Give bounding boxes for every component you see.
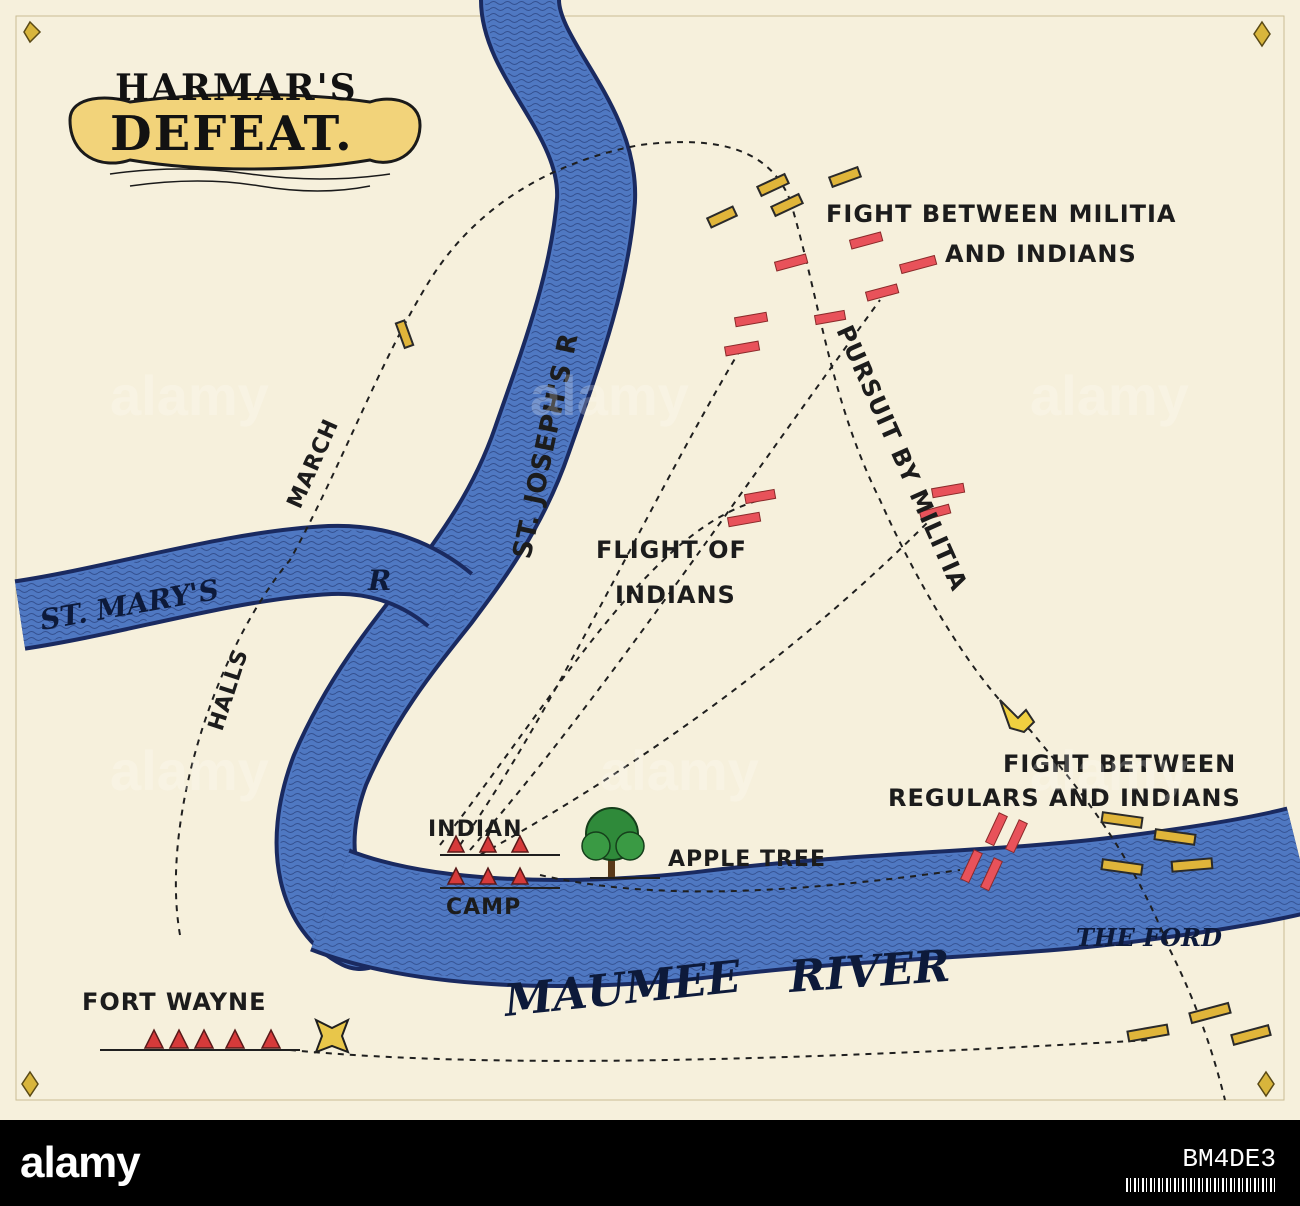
fort-to-east-route (289, 1039, 1151, 1062)
st-marys-r-label: R (367, 564, 391, 597)
fight-regulars-label-1: FIGHT BETWEEN (1003, 750, 1236, 778)
tent-icon (510, 834, 530, 853)
harmars-defeat-map: HARMAR'S DEFEAT. (0, 0, 1300, 1120)
fight-militia-label-1: FIGHT BETWEEN MILITIA (826, 200, 1177, 228)
the-ford-label: THE FORD (1076, 923, 1222, 952)
tent-icon (224, 1028, 246, 1049)
map-title-line1: HARMAR'S (115, 67, 358, 109)
indian-marker (1004, 819, 1028, 854)
footer-strip (0, 1120, 1300, 1206)
fort-wayne-tents (100, 1028, 300, 1051)
militia-marker (755, 172, 791, 198)
indian-marker (743, 488, 777, 505)
militia-marker (1170, 857, 1214, 873)
fight-militia-label-2: AND INDIANS (945, 240, 1137, 268)
militia-marker (1188, 1001, 1232, 1025)
indian-marker (733, 311, 769, 328)
indian-marker (726, 511, 762, 528)
tent-icon (478, 866, 498, 885)
watermark: alamy (110, 739, 269, 802)
tent-icon (143, 1028, 165, 1049)
fight-regulars-label-2: REGULARS AND INDIANS (888, 784, 1241, 812)
militia-marker (1100, 811, 1144, 829)
militia-marker (827, 165, 863, 189)
watermark: alamy (600, 739, 759, 802)
pointing-hand-icon (999, 699, 1036, 734)
watermark: alamy (110, 364, 269, 427)
corner-ornament-icon (21, 20, 1275, 1098)
flight-label-1: FLIGHT OF (596, 536, 747, 564)
tent-icon (510, 866, 530, 885)
camp-to-ford-route (539, 869, 961, 893)
flight-label-2: INDIANS (615, 581, 736, 609)
watermark: alamy (530, 364, 689, 427)
st-marys-river (14, 523, 474, 651)
indian-marker (773, 253, 809, 272)
tent-icon (193, 1028, 215, 1049)
st-josephs-river (274, 0, 638, 971)
watermark: alamy (1030, 739, 1189, 802)
militia-marker (769, 192, 805, 218)
tent-icon (446, 834, 466, 853)
tent-icon (446, 866, 466, 885)
indian-marker (918, 503, 952, 522)
tent-icon (260, 1028, 282, 1049)
watermark: alamy (1030, 364, 1189, 427)
indian-flight-route-1 (459, 349, 741, 846)
indian-markers (723, 231, 1028, 892)
indian-marker (864, 283, 900, 302)
apple-tree-label: APPLE TREE (668, 847, 826, 872)
militia-marker (1100, 858, 1144, 876)
camp-label: CAMP (446, 895, 521, 920)
militia-marker (705, 205, 739, 229)
map-title-line2: DEFEAT. (110, 106, 354, 162)
militia-marker (1126, 1023, 1170, 1043)
indian-camp-tents (440, 834, 560, 889)
indian-marker (984, 812, 1008, 847)
indian-marker (930, 482, 966, 499)
militia-marker (1230, 1024, 1272, 1046)
militia-markers (394, 165, 1272, 1046)
river-label: RIVER (785, 941, 952, 1003)
title-cartouche (68, 93, 422, 192)
militia-marker (1153, 828, 1197, 846)
fort-icon (314, 1017, 350, 1054)
indian-marker (979, 857, 1003, 892)
indian-marker (813, 309, 847, 326)
image-id-text: BM4DE3 (1182, 1144, 1276, 1174)
indian-marker (723, 340, 761, 357)
fort-wayne-label: FORT WAYNE (82, 988, 266, 1016)
apple-tree-icon (581, 807, 660, 879)
indian-marker (898, 254, 938, 275)
tent-icon (478, 834, 498, 853)
footer-brand: alamy (20, 1138, 141, 1187)
barcode-icon (1126, 1178, 1276, 1192)
indian-marker (848, 231, 884, 250)
indian-label: INDIAN (428, 817, 522, 842)
maumee-river (310, 806, 1300, 988)
watermarks: alamy alamy alamy alamy alamy alamy (110, 364, 1189, 802)
indian-marker (959, 849, 983, 884)
footer-image-id: BM4DE3 (1126, 1144, 1276, 1192)
indian-flight-route-2 (469, 299, 881, 851)
militia-pursuit-route (789, 199, 1226, 1101)
tent-icon (168, 1028, 190, 1049)
militia-marker (394, 319, 415, 350)
